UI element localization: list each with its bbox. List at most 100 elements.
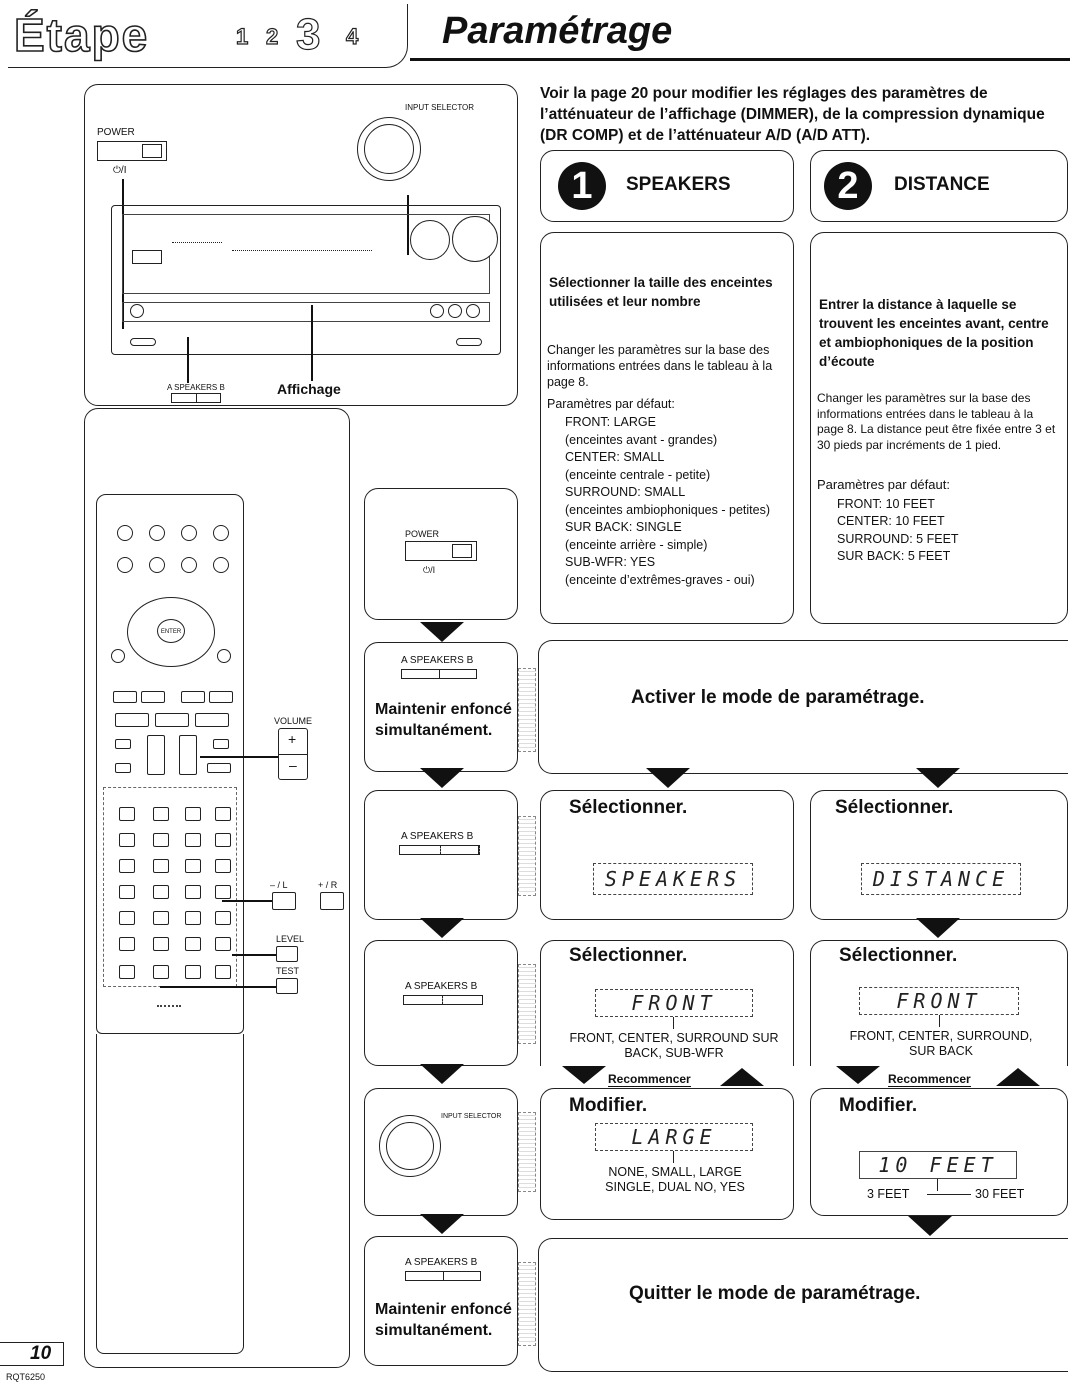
restart-label-speakers[interactable]: Recommencer bbox=[608, 1072, 691, 1087]
flow-hold-box-2: A SPEAKERS B Maintenir enfoncé simultané… bbox=[364, 1236, 518, 1366]
speakers-defaults-title: Paramètres par défaut: bbox=[547, 397, 675, 411]
flow-power-button[interactable] bbox=[405, 541, 477, 561]
plus-r-label: + / R bbox=[318, 880, 338, 890]
flow-input-selector-box: INPUT SELECTOR bbox=[364, 1088, 518, 1216]
activate-text: Activer le mode de paramétrage. bbox=[631, 687, 925, 708]
flow-speakers-button-2[interactable] bbox=[399, 845, 480, 855]
distance-select-box: Sélectionner. DISTANCE bbox=[810, 790, 1068, 920]
speakers-default-8: SUB-WFR: YES bbox=[565, 555, 656, 569]
page-title: Paramétrage bbox=[442, 10, 673, 52]
down-arrow bbox=[916, 768, 960, 788]
speakers-select-heading: Sélectionner. bbox=[569, 797, 688, 818]
minus-callout-line bbox=[222, 900, 272, 902]
speakers-default-0: FRONT: LARGE bbox=[565, 415, 656, 429]
test-callout-line bbox=[160, 986, 276, 988]
speakers-item-heading: Sélectionner. bbox=[569, 945, 688, 966]
distance-instruction: Entrer la distance à laquelle se trouven… bbox=[819, 297, 1049, 369]
level-label: LEVEL bbox=[276, 934, 305, 944]
distance-info-box: Entrer la distance à laquelle se trouven… bbox=[810, 232, 1068, 624]
distance-number-icon: 2 bbox=[824, 162, 872, 210]
display-distance: DISTANCE bbox=[861, 863, 1021, 895]
down-arrow bbox=[420, 918, 464, 938]
down-arrow bbox=[916, 918, 960, 938]
flow-side-dots-5 bbox=[518, 1262, 536, 1346]
etape-label: Étape bbox=[13, 8, 150, 62]
volume-knob[interactable] bbox=[452, 216, 498, 262]
flow-hold-text-2: Maintenir enfoncé simultanément. bbox=[375, 1301, 512, 1339]
down-arrow bbox=[646, 768, 690, 788]
title-underline bbox=[410, 58, 1070, 61]
remote-body-lower bbox=[96, 1034, 244, 1354]
test-label: TEST bbox=[276, 966, 300, 976]
volume-callout-line bbox=[200, 756, 278, 758]
power-button[interactable] bbox=[97, 141, 167, 161]
feet-max-label: 30 FEET bbox=[975, 1187, 1025, 1201]
display-feet: 10 FEET bbox=[859, 1151, 1017, 1179]
flow-speakers-button-3[interactable] bbox=[403, 995, 483, 1005]
feet-min-label: 3 FEET bbox=[867, 1187, 910, 1201]
speakers-info-box: Sélectionner la taille des enceintes uti… bbox=[540, 232, 794, 624]
display-front-distance: FRONT bbox=[859, 987, 1019, 1015]
speakers-number-icon: 1 bbox=[558, 162, 606, 210]
flow-input-selector-label: INPUT SELECTOR bbox=[441, 1113, 502, 1120]
distance-default-3: SUR BACK: 5 FEET bbox=[837, 549, 951, 563]
display-front: FRONT bbox=[595, 989, 753, 1017]
display-large: LARGE bbox=[595, 1123, 753, 1151]
flow-power-label: POWER bbox=[405, 529, 440, 539]
receiver-panel: POWER ⏻/I INPUT SELECTOR A SPEAKERS B Af… bbox=[84, 84, 518, 406]
volume-label: VOLUME bbox=[274, 716, 313, 726]
flow-hold-text-1: Maintenir enfoncé simultanément. bbox=[375, 701, 512, 739]
quit-text: Quitter le mode de paramétrage. bbox=[629, 1283, 921, 1304]
speakers-modify-heading: Modifier. bbox=[569, 1095, 648, 1116]
flow-power-box: POWER ⏻/I bbox=[364, 488, 518, 620]
remote-level-button[interactable] bbox=[215, 911, 231, 925]
restart-label-distance[interactable]: Recommencer bbox=[888, 1072, 971, 1087]
receiver-speakers-button[interactable] bbox=[171, 393, 221, 403]
document-code: RQT6250 bbox=[6, 1372, 46, 1382]
distance-item-heading: Sélectionner. bbox=[839, 945, 958, 966]
quit-box: Quitter le mode de paramétrage. bbox=[538, 1238, 1068, 1372]
input-selector-knob[interactable] bbox=[357, 117, 421, 181]
distance-body: Changer les paramètres sur la base des i… bbox=[817, 391, 1056, 452]
speakers-default-7: (enceinte arrière - simple) bbox=[565, 538, 708, 552]
speakers-instruction: Sélectionner la taille des enceintes uti… bbox=[549, 275, 773, 309]
flow-speakers-label-1: A SPEAKERS B bbox=[401, 655, 474, 666]
power-label: POWER bbox=[97, 127, 135, 138]
restart-arrow-down-speakers bbox=[562, 1066, 606, 1084]
down-arrow bbox=[420, 622, 464, 642]
remote-test-button[interactable] bbox=[153, 937, 169, 951]
speakers-pointer-line bbox=[187, 337, 189, 383]
distance-heading: DISTANCE bbox=[894, 174, 990, 195]
display-speakers: SPEAKERS bbox=[593, 863, 753, 895]
flow-input-selector-knob[interactable] bbox=[379, 1115, 441, 1177]
remote-volume-button[interactable] bbox=[179, 735, 197, 775]
page-number-box: 10 bbox=[0, 1342, 64, 1366]
step-number-4: 4 bbox=[345, 23, 359, 49]
flow-speakers-button-4[interactable] bbox=[405, 1271, 481, 1281]
distance-default-1: CENTER: 10 FEET bbox=[837, 514, 945, 528]
display-pointer-line bbox=[311, 305, 313, 381]
flow-speakers-box-2: A SPEAKERS B bbox=[364, 790, 518, 920]
speakers-default-4: SURROUND: SMALL bbox=[565, 485, 686, 499]
distance-default-0: FRONT: 10 FEET bbox=[837, 497, 935, 511]
remote-speaker-holes bbox=[157, 1005, 181, 1019]
minus-l-button[interactable] bbox=[272, 892, 296, 910]
speakers-body: Changer les paramètres sur la base des i… bbox=[547, 343, 773, 389]
speakers-default-9: (enceinte d’extrêmes-graves - oui) bbox=[565, 573, 755, 587]
volume-button[interactable]: + – bbox=[278, 728, 308, 780]
step-number-2: 2 bbox=[265, 23, 279, 49]
distance-select-heading: Sélectionner. bbox=[835, 797, 954, 818]
speakers-default-5: (enceintes ambiophoniques - petites) bbox=[565, 503, 770, 517]
distance-items-caption: FRONT, CENTER, SURROUND, SUR BACK bbox=[849, 1029, 1033, 1058]
restart-arrow-up-speakers bbox=[720, 1068, 764, 1086]
level-button[interactable] bbox=[276, 946, 298, 962]
down-arrow bbox=[420, 1214, 464, 1234]
flow-speakers-button-1[interactable] bbox=[401, 669, 477, 679]
plus-r-button[interactable] bbox=[320, 892, 344, 910]
remote-control: ENTER bbox=[96, 494, 244, 1034]
enter-button[interactable]: ENTER bbox=[157, 619, 185, 643]
down-arrow bbox=[420, 1064, 464, 1084]
test-button[interactable] bbox=[276, 978, 298, 994]
distance-default-2: SURROUND: 5 FEET bbox=[837, 532, 959, 546]
distance-item-box: Sélectionner. FRONT FRONT, CENTER, SURRO… bbox=[810, 940, 1068, 1066]
